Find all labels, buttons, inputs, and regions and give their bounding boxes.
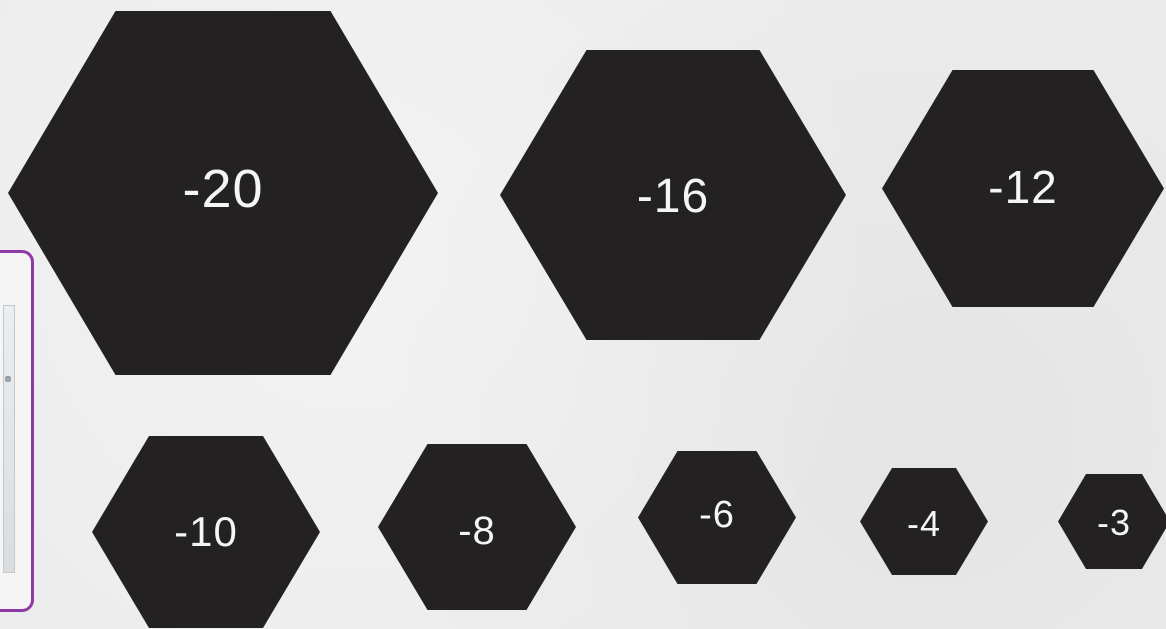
hexagon-label: -3	[1097, 505, 1131, 541]
hexagon-label: -16	[637, 173, 709, 221]
hexagon-minus-20: -20	[8, 11, 438, 375]
hexagon-minus-16: -16	[500, 50, 846, 340]
hexagon-label: -8	[458, 511, 496, 551]
hexagon-minus-8: -8	[378, 444, 576, 610]
hexagon-label: -12	[988, 164, 1057, 210]
hexagon-label: -10	[174, 511, 238, 553]
thumbnail-frame	[0, 250, 34, 612]
hexagon-minus-10: -10	[92, 436, 320, 628]
hexagon-minus-6: -6	[638, 451, 796, 584]
hexagon-minus-3: -3	[1058, 474, 1166, 569]
hexagon-minus-4: -4	[860, 468, 988, 575]
thumbnail-image	[3, 305, 15, 573]
hexagon-minus-12: -12	[882, 70, 1164, 307]
hexagon-label: -20	[182, 162, 263, 216]
hexagon-label: -4	[907, 506, 941, 542]
thumbnail-mark	[5, 376, 11, 382]
hexagon-label: -6	[699, 496, 735, 534]
